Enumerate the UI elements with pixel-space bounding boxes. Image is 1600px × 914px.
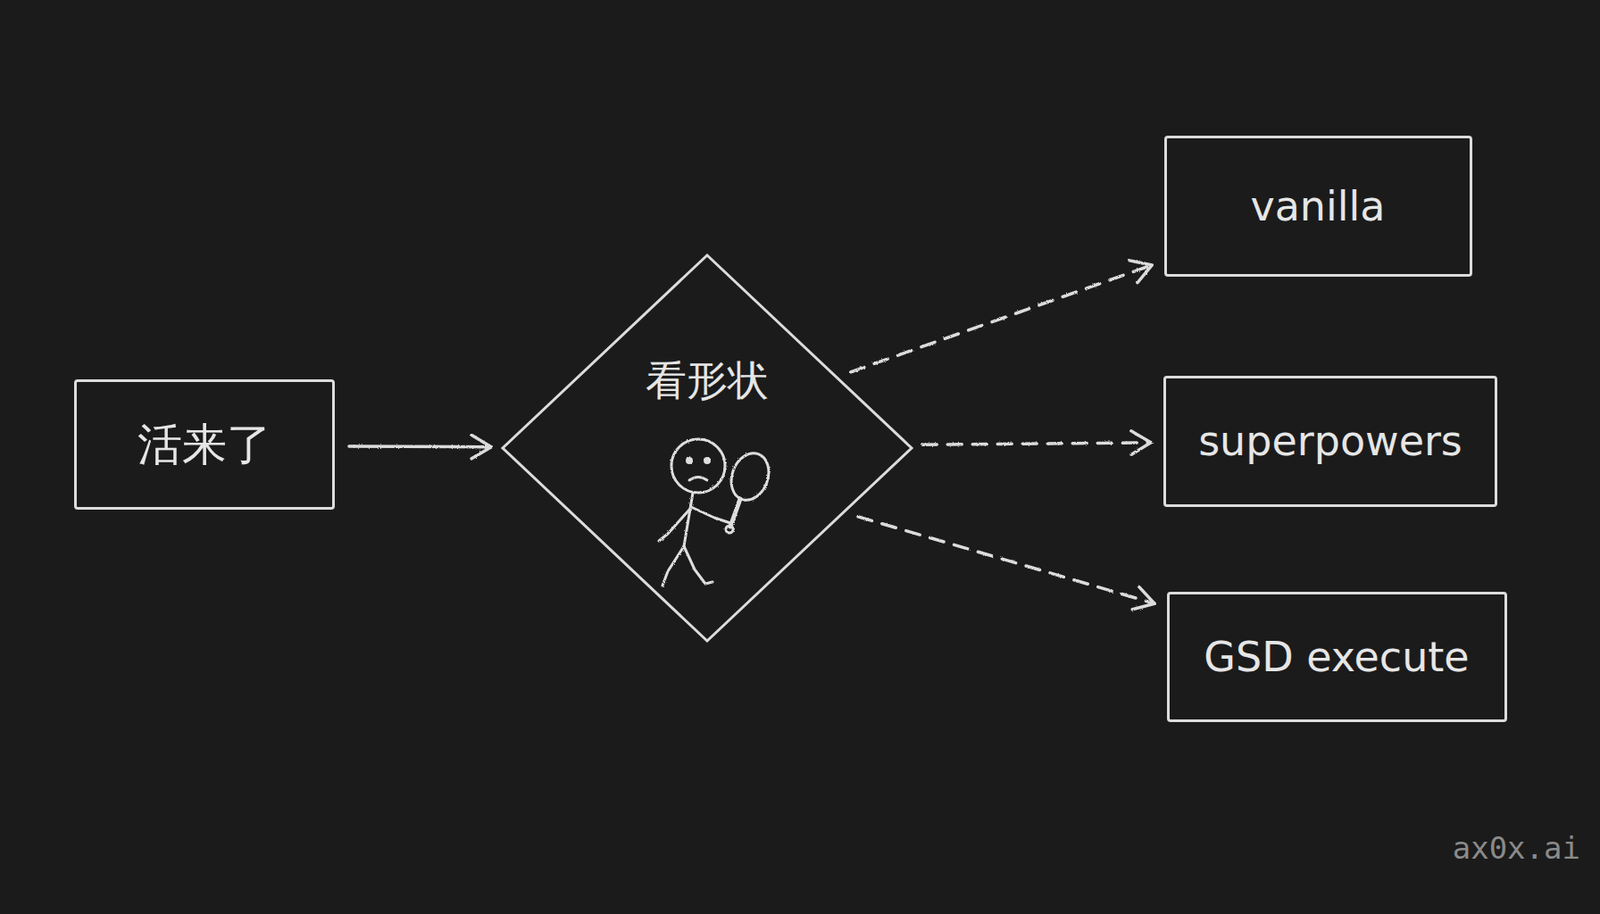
box-label: vanilla: [1250, 182, 1385, 231]
figure-head: [671, 439, 725, 493]
connector-stroke: [858, 516, 1155, 604]
magnifier-grip: [725, 525, 734, 534]
figure-leg: [683, 546, 713, 584]
magnifier-handle: [730, 499, 741, 527]
diamond-outline-shape: [502, 255, 912, 642]
arrowhead: [1131, 431, 1151, 455]
box-label: superpowers: [1198, 416, 1463, 466]
figure-leg: [662, 546, 684, 586]
magnifier-lens: [725, 448, 775, 506]
connector-stroke: [349, 444, 492, 449]
decision-diamond: 看形状: [502, 255, 912, 642]
start-box: 活来了: [74, 379, 335, 510]
figure-eye: [687, 458, 692, 464]
connector-stroke: [922, 442, 1151, 445]
option-box: superpowers: [1163, 375, 1498, 508]
box-label: 活来了: [137, 415, 272, 475]
diamond-outline: [502, 255, 912, 642]
figure-arm: [658, 508, 691, 542]
flow-arrow: [858, 516, 1155, 610]
watermark: ax0x.ai: [1452, 830, 1581, 867]
arrowhead: [1132, 586, 1155, 609]
box-label: GSD execute: [1203, 633, 1469, 682]
figure-eye: [705, 458, 710, 464]
option-box: GSD execute: [1166, 591, 1508, 723]
arrowhead: [1129, 260, 1152, 284]
option-box: vanilla: [1164, 135, 1473, 277]
arrowhead: [471, 434, 492, 459]
flow-arrow: [922, 431, 1151, 455]
connector-stroke: [850, 265, 1153, 373]
figure-mouth: [689, 477, 708, 482]
flow-arrow: [850, 260, 1153, 373]
flow-arrow: [349, 434, 492, 459]
decision-label: 看形状: [502, 353, 912, 409]
figure-arm: [691, 507, 731, 524]
figure-body: [683, 492, 693, 547]
